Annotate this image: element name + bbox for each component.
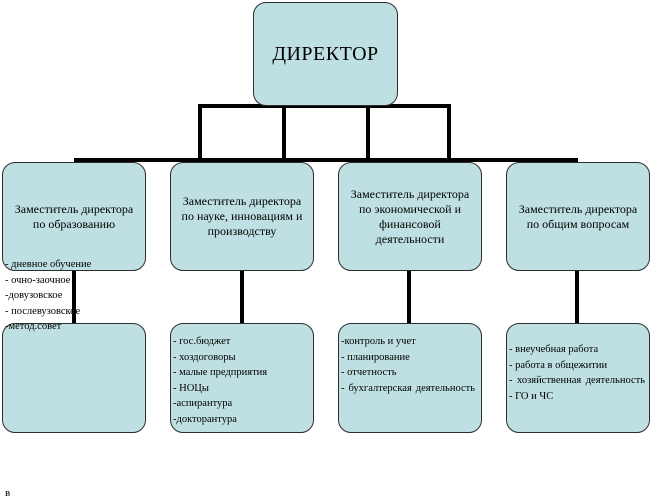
list-item: - планирование: [341, 351, 410, 363]
list-item: - бухгалтерская деятельность: [341, 382, 475, 394]
unit-box-science: [170, 323, 314, 433]
list-item: -довузовское: [5, 290, 63, 301]
director-label: ДИРЕКТОР: [272, 42, 379, 65]
unit-box-general: [506, 323, 650, 433]
list-item: - работа в общежитии: [509, 359, 608, 371]
list-item: -контроль и учет: [341, 336, 416, 347]
list-item: - дневное обучение: [5, 259, 92, 270]
list-item: - очно-заочное: [5, 274, 71, 286]
list-item: -докторантура: [173, 413, 237, 425]
footer-char: в: [5, 487, 11, 499]
list-item: - НОЦы: [173, 382, 209, 394]
deputy-label-economics: Заместитель директора по экономической и…: [350, 186, 470, 246]
unit-box-education: [2, 323, 146, 433]
director-box: ДИРЕКТОР: [253, 2, 398, 106]
list-item: - внеучебная работа: [509, 344, 599, 355]
list-item: - малые предприятия: [173, 367, 268, 378]
list-item: - хозяйственная деятельность: [509, 375, 645, 386]
list-item: - послевузовское: [5, 305, 81, 317]
deputy-box-general: Заместитель директора по общим вопросам: [506, 162, 650, 271]
list-item: - гос.бюджет: [173, 336, 231, 347]
list-item: - хоздоговоры: [173, 351, 236, 363]
deputy-box-science: Заместитель директора по науке, инноваци…: [170, 162, 314, 271]
unit-list-education: - дневное обучение - очно-заочное -довуз…: [5, 257, 91, 335]
unit-list-general: - внеучебная работа - работа в общежитии…: [509, 342, 645, 404]
deputy-label-science: Заместитель директора по науке, инноваци…: [181, 194, 303, 238]
unit-box-economics: [338, 323, 482, 433]
list-item: -аспирантура: [173, 398, 233, 409]
list-item: - отчетность: [341, 367, 397, 378]
list-item: - ГО и ЧС: [509, 390, 554, 402]
unit-list-economics: -контроль и учет - планирование - отчетн…: [341, 334, 475, 396]
unit-list-science: - гос.бюджет - хоздоговоры - малые предп…: [173, 334, 267, 427]
deputy-label-general: Заместитель директора по общим вопросам: [518, 201, 638, 231]
deputy-box-education: Заместитель директора по образованию: [2, 162, 146, 271]
deputy-label-education: Заместитель директора по образованию: [14, 201, 134, 231]
list-item: -метод.совет: [5, 321, 62, 332]
deputy-box-economics: Заместитель директора по экономической и…: [338, 162, 482, 271]
